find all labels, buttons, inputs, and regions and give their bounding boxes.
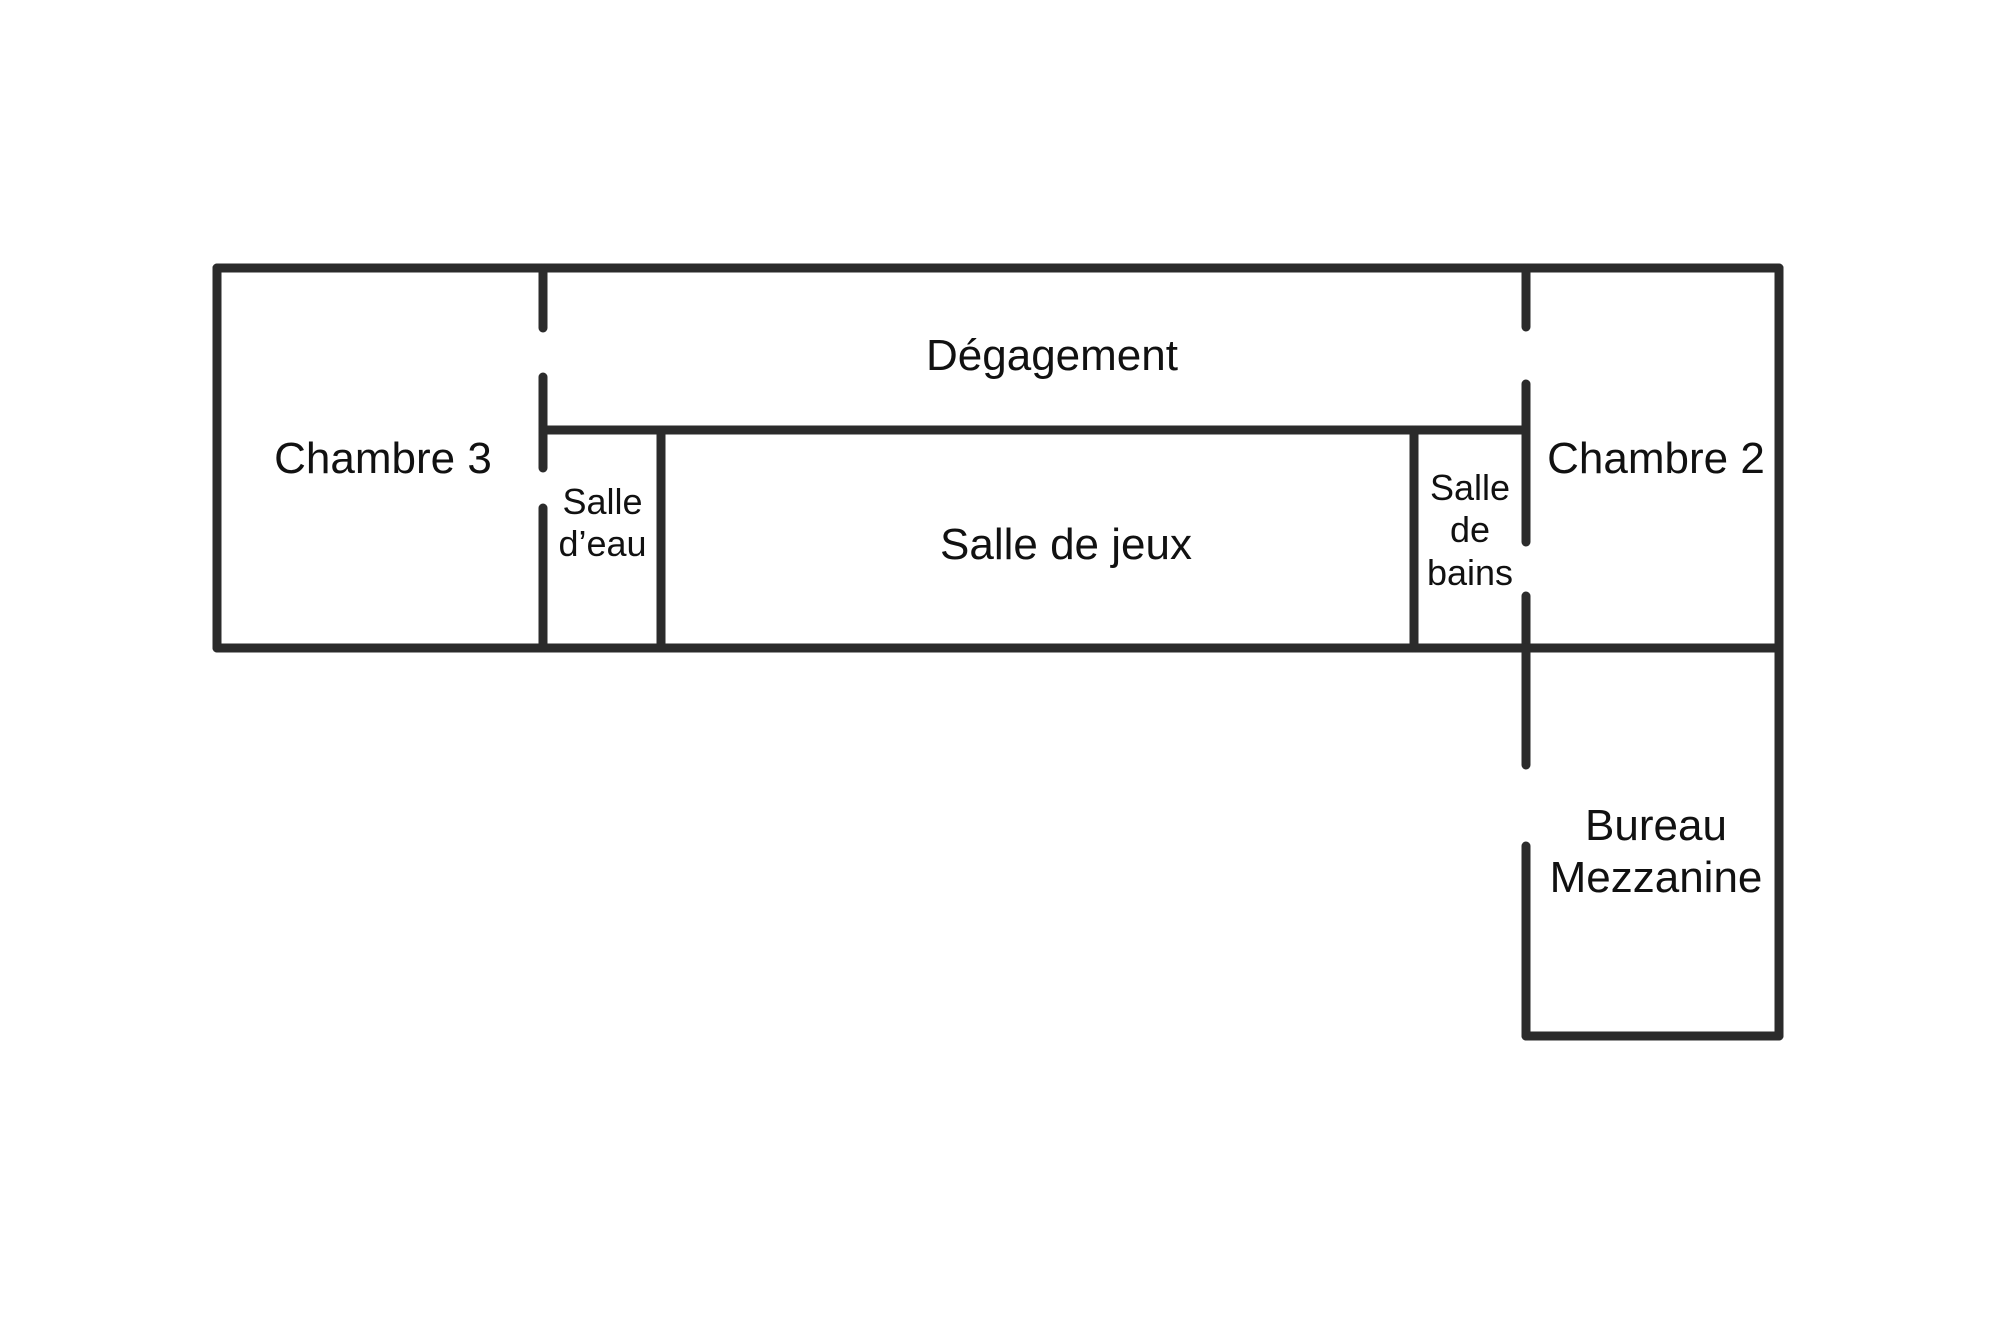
room-label-salle-deau: Salle d’eau [558, 481, 647, 565]
room-label-chambre-2: Chambre 2 [1547, 434, 1765, 483]
room-label-degagement: Dégagement [926, 331, 1178, 380]
room-label-bureau-mezzanine: Bureau Mezzanine [1549, 801, 1763, 902]
walls [212, 263, 1784, 1041]
room-label-salle-de-jeux: Salle de jeux [940, 520, 1192, 569]
room-label-chambre-3: Chambre 3 [274, 434, 492, 483]
room-label-salle-de-bains: Salle de bains [1426, 467, 1514, 593]
